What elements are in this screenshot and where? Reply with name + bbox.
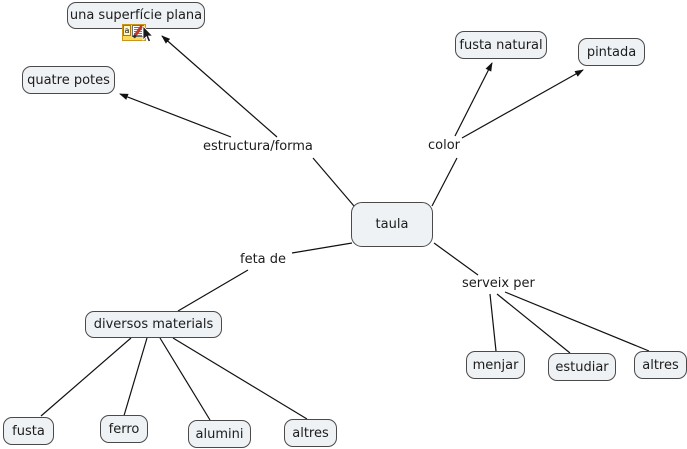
node-label: fusta natural <box>459 37 543 53</box>
node-label: alumini <box>195 426 244 442</box>
edge-taula-feta-de <box>291 242 353 254</box>
edge-estructura-potes <box>119 93 232 138</box>
edge-taula-estructura <box>312 157 355 207</box>
node-label: quatre potes <box>27 72 110 88</box>
edge-serveix-estudiar <box>496 293 571 354</box>
node-label: ferro <box>108 421 140 437</box>
node-label: menjar <box>472 357 519 373</box>
note-line <box>134 35 142 36</box>
edge-materials-ferro <box>122 337 148 420</box>
node-pintada[interactable]: pintada <box>578 38 645 66</box>
link-label-text: feta de <box>240 252 287 267</box>
edge-estructura-superficie <box>161 35 278 138</box>
edge-color-pintada <box>461 69 584 139</box>
link-label-color: color <box>428 139 460 152</box>
edge-taula-serveix-per <box>433 242 479 276</box>
link-label-text: serveix per <box>462 276 535 291</box>
node-menjar[interactable]: menjar <box>466 351 525 379</box>
node-label: fusta <box>12 423 45 439</box>
node-label: diversos materials <box>93 317 214 332</box>
link-label-serveix-per: serveix per <box>462 277 535 290</box>
edge-color-fusta-natural <box>454 62 493 137</box>
edge-taula-color <box>431 157 458 207</box>
node-label: taula <box>375 217 409 232</box>
edge-serveix-menjar <box>489 293 497 352</box>
node-quatre-potes[interactable]: quatre potes <box>22 66 115 94</box>
node-altres-usos[interactable]: altres <box>634 351 687 379</box>
edge-materials-altres <box>172 337 308 420</box>
annotation-note-icon[interactable]: a <box>122 24 146 41</box>
edge-materials-alumini <box>159 337 211 421</box>
node-label: una superfície plana <box>69 8 203 23</box>
node-alumini[interactable]: alumini <box>188 420 251 448</box>
link-label-estructura-forma: estructura/forma <box>203 140 313 153</box>
node-fusta[interactable]: fusta <box>3 417 54 445</box>
node-taula-central[interactable]: taula <box>351 202 433 247</box>
node-estudiar[interactable]: estudiar <box>548 353 616 381</box>
link-label-feta-de: feta de <box>240 253 286 266</box>
note-letter: a <box>123 25 131 36</box>
node-label: estudiar <box>555 359 609 375</box>
edge-serveix-altres <box>504 291 650 352</box>
node-label: pintada <box>586 44 637 60</box>
node-label: altres <box>292 425 329 441</box>
node-ferro[interactable]: ferro <box>100 415 148 443</box>
node-altres-materials[interactable]: altres <box>284 419 337 447</box>
node-diversos-materials[interactable]: diversos materials <box>85 311 222 338</box>
link-label-text: color <box>428 138 461 153</box>
node-fusta-natural[interactable]: fusta natural <box>455 31 547 59</box>
node-label: altres <box>642 357 679 373</box>
edge-feta-de-materials <box>177 269 249 312</box>
link-label-text: estructura/forma <box>203 139 313 154</box>
node-una-superficie-plana[interactable]: una superfície plana <box>67 2 205 29</box>
edge-materials-fusta <box>40 337 132 417</box>
